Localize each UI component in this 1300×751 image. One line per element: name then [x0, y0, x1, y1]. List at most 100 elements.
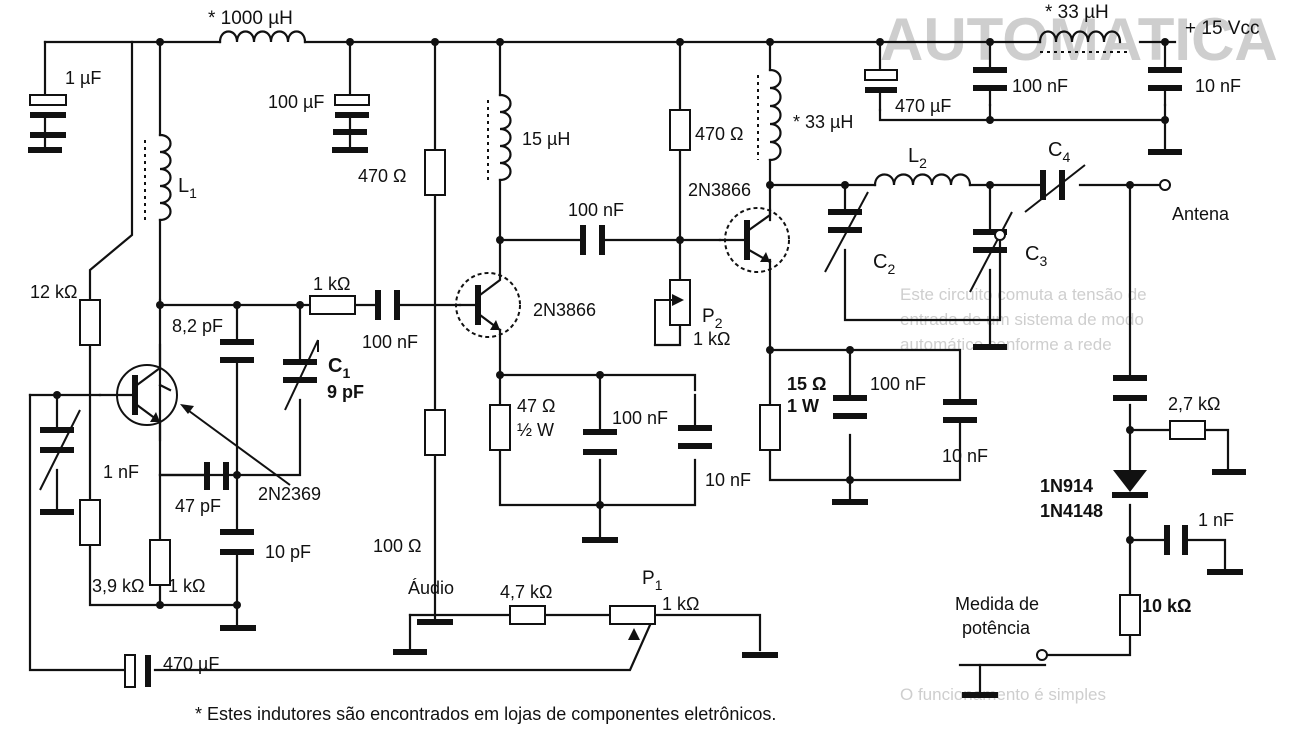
label-100nF-c: 100 nF: [870, 374, 926, 394]
capacitor-c4-trimmer: [1024, 164, 1086, 213]
inductor-1000uH: [218, 30, 307, 44]
label-medida-1: Medida de: [955, 594, 1039, 614]
capacitor-100uF: [333, 94, 370, 135]
capacitor-47pF: [204, 462, 229, 490]
diode-1n914: [1112, 470, 1148, 498]
capacitor-100nF-mid: [580, 225, 605, 255]
capacitor-10pF: [220, 529, 254, 555]
capacitor-10nF-d: [678, 425, 712, 449]
capacitor-100nF-top: [973, 67, 1007, 107]
resistor-2k7: [1169, 420, 1206, 440]
background-bleed: AUTOMATICA Este circuito comuta a tensão…: [880, 6, 1278, 704]
capacitor-c1-trimmer: [283, 339, 319, 411]
label-c3: C3: [1025, 243, 1047, 269]
resistor-12k: [79, 299, 101, 346]
label-1k-b: 1 kΩ: [168, 576, 205, 596]
junction-dots: [53, 38, 1169, 609]
component-labels: * 1000 µH * 33 µH + 15 Vcc 1 µF 100 µF 4…: [30, 2, 1259, 724]
label-33uH-top: * 33 µH: [1045, 2, 1109, 23]
resistor-1k-b: [149, 539, 171, 586]
label-c1-value: 9 pF: [327, 382, 364, 402]
capacitor-470uF-bot: [124, 654, 151, 688]
label-470uF-top: 470 µF: [895, 96, 951, 116]
capacitor-c2-trimmer: [824, 191, 869, 273]
svg-text:entrada de um sistema de modo: entrada de um sistema de modo: [900, 310, 1144, 329]
label-c2: C2: [873, 251, 895, 277]
resistor-15: [759, 404, 781, 451]
terminals: [994, 179, 1171, 661]
label-100ohm: 100 Ω: [373, 536, 422, 556]
capacitor-1nF-a: [39, 409, 81, 515]
capacitor-1uF: [28, 94, 67, 153]
label-audio: Áudio: [408, 578, 454, 598]
label-10pF: 10 pF: [265, 542, 311, 562]
label-47pF: 47 pF: [175, 496, 221, 516]
label-1k-a: 1 kΩ: [313, 274, 350, 294]
potentiometer-p1: [609, 605, 656, 640]
label-2n2369: 2N2369: [258, 484, 321, 504]
label-15ohm-watt: 1 W: [787, 396, 819, 416]
label-470-b: 470 Ω: [695, 124, 744, 144]
label-15uH: 15 µH: [522, 129, 570, 149]
label-1n4148: 1N4148: [1040, 501, 1103, 521]
label-10nF-c: 10 nF: [942, 446, 988, 466]
capacitor-10nF-top: [1148, 67, 1182, 155]
capacitor-100nF-d: [583, 429, 617, 455]
capacitor-detector-coupling: [1113, 375, 1147, 401]
label-8p2pF: 8,2 pF: [172, 316, 223, 336]
inductor-l1: [144, 133, 172, 222]
svg-text:AUTOMATICA: AUTOMATICA: [880, 6, 1278, 73]
label-medida-2: potência: [962, 618, 1031, 638]
label-47ohm: 47 Ω: [517, 396, 555, 416]
label-3k9: 3,9 kΩ: [92, 576, 144, 596]
transistor-2n3866-mid: [455, 272, 521, 338]
label-antena: Antena: [1172, 204, 1230, 224]
inductor-l2: [873, 173, 972, 187]
label-1nF-a: 1 nF: [103, 462, 139, 482]
label-470uF-bot: 470 µF: [163, 654, 219, 674]
transistor-2n3866-top: [718, 207, 790, 273]
label-vcc: + 15 Vcc: [1185, 18, 1259, 39]
wires: [28, 40, 1230, 672]
label-100nF-top: 100 nF: [1012, 76, 1068, 96]
resistor-470-a: [424, 149, 446, 196]
label-2k7: 2,7 kΩ: [1168, 394, 1220, 414]
label-100nF-mid: 100 nF: [568, 200, 624, 220]
resistor-10k: [1119, 594, 1141, 636]
resistor-47: [489, 404, 511, 451]
label-47ohm-watt: ½ W: [517, 420, 554, 440]
label-100uF: 100 µF: [268, 92, 324, 112]
label-c4: C4: [1048, 139, 1070, 165]
label-c1: C1: [328, 355, 350, 381]
label-2n3866-top: 2N3866: [688, 180, 751, 200]
resistor-100: [424, 409, 446, 456]
resistor-1k-a: [309, 295, 356, 315]
label-l2: L2: [908, 145, 927, 171]
label-p2-value: 1 kΩ: [693, 329, 730, 349]
label-12k: 12 kΩ: [30, 282, 77, 302]
label-100nF-d: 100 nF: [612, 408, 668, 428]
resistor-4k7: [509, 605, 546, 625]
label-10nF-top: 10 nF: [1195, 76, 1241, 96]
inductor-33uH-top: [1038, 30, 1130, 53]
capacitor-8p2pF: [220, 339, 254, 363]
arrow-2n2369: [180, 404, 291, 486]
label-10k: 10 kΩ: [1142, 596, 1191, 616]
label-470-a: 470 Ω: [358, 166, 407, 186]
label-1000uH: * 1000 µH: [208, 8, 293, 29]
label-1n914: 1N914: [1040, 476, 1093, 496]
svg-text:O funcionamento é simples: O funcionamento é simples: [900, 685, 1106, 704]
svg-text:Este circuito comuta a tensão: Este circuito comuta a tensão de: [900, 285, 1147, 304]
capacitor-100nF-b: [375, 290, 400, 320]
label-10nF-d: 10 nF: [705, 470, 751, 490]
label-15ohm: 15 Ω: [787, 374, 826, 394]
footnote: * Estes indutores são encontrados em loj…: [195, 704, 776, 724]
capacitor-10nF-c: [943, 399, 977, 423]
capacitor-470uF-top: [864, 69, 898, 112]
label-l1: L1: [178, 175, 197, 201]
label-100nF-b: 100 nF: [362, 332, 418, 352]
resistor-3k9: [79, 499, 101, 546]
ground-symbols: [43, 130, 1246, 698]
potentiometer-p2: [654, 279, 691, 345]
